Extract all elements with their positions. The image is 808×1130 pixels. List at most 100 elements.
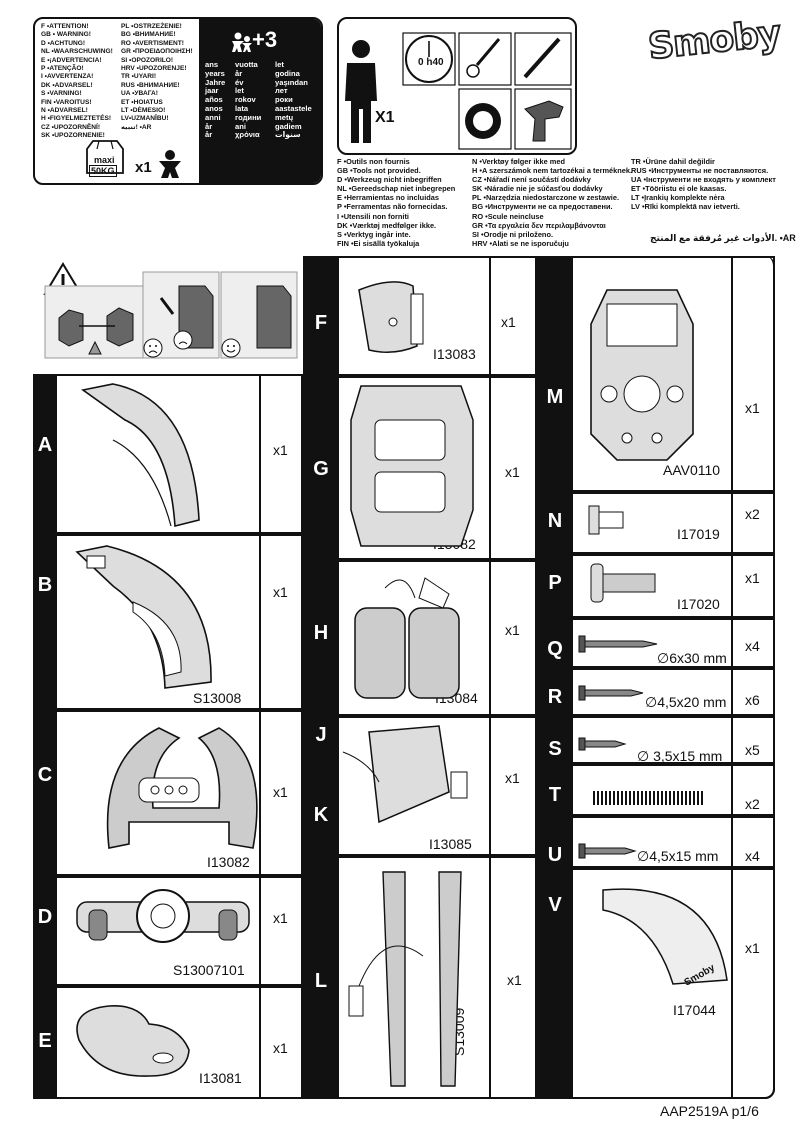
tools-note-line: UA •Інструменти не входять у комплект [631,175,776,185]
warnings2-line: RUS •ВНИМАНИЕ! [121,81,180,89]
warnings-line: GB • WARNING! [41,31,91,39]
warnings-line: P •ATENÇÃO! [41,65,84,72]
part-Q-screw [578,635,658,653]
age-col1-line: years [205,68,225,78]
part-letter-D: D [37,906,53,928]
part-letter-E: E [38,1030,52,1052]
warnings2-line: SI •OPOZORILO! [121,56,174,64]
qty-F: x1 [501,314,516,330]
cell-D [33,876,303,986]
age-col2-line: ani [235,121,246,131]
tools-note-line: E •Herramientas no incluidas [337,193,439,203]
age-col3-line: aastastele [275,104,312,113]
age-col1-line: Jahre [205,77,226,87]
cell-S [537,716,775,764]
tools-note-line: FIN •Ei sisällä työkaluja [337,238,420,248]
tools-note-line: TR •Ürüne dahil değildir [631,157,715,166]
part-letter-L: L [314,970,328,992]
part-letter-P: P [548,572,562,594]
code-V: I17044 [673,1002,716,1018]
tools-note-line: GR •Τα εργαλεία δεν περιλαμβάνονται [472,220,606,230]
warnings2-line: LV•UZMANĪBU! [121,115,169,123]
tools-note-line: LT •Įrankių komplekte nėra [631,193,725,203]
code-N: I17019 [677,526,720,542]
tools-note-line: H •A szerszámok nem tartozékai a termékn… [472,166,633,176]
cell-B [33,534,303,710]
part-M-dashboard [590,289,694,461]
code-K: I13085 [429,836,472,852]
qty-C: x1 [273,784,288,800]
tools-note-line: F •Outils non fournis [337,157,410,166]
maxi-label: maxi [94,155,115,165]
warnings-line: CZ •UPOZORNĚNÍ! [41,123,101,131]
part-D-steering-wheel [76,889,250,943]
pipe-assembly-illustration [44,285,146,359]
warnings2-line: BG •ВНИМАНИЕ! [121,31,176,39]
age-col3-line: роки [275,95,293,105]
tools-note-line: S •Verktyg ingår inte. [337,229,411,239]
part-letter-F: F [314,312,328,334]
part-letter-H: H [313,622,329,644]
part-P-bolt [590,563,656,603]
part-letter-U: U [547,844,563,866]
part-letter-A: A [37,434,53,456]
cell-E [33,986,303,1099]
tools-note-line: NL •Gereedschap niet inbegrepen [337,184,456,194]
qty-D: x1 [273,910,288,926]
warnings2-line: تنبيه! •AR [121,123,152,131]
qty-Q: x4 [745,638,760,654]
code-B: S13008 [193,690,242,706]
part-N-plug [588,505,624,535]
part-letter-G: G [313,458,329,480]
qty-U: x4 [745,848,760,864]
size-Q: ∅6x30 mm [657,650,727,666]
part-T-spring [593,791,703,805]
part-B-handle [75,545,212,689]
code-F: I13083 [433,346,476,362]
part-letter-T: T [548,784,562,806]
column-2-band [303,256,339,1099]
age-col1-line: jaar [205,86,219,96]
part-letter-K: K [313,804,329,826]
col2-qty-divider [489,256,491,1099]
warnings-line: I •AVVERTENZA! [41,73,94,81]
cell-P [537,554,775,618]
age-col3-line: سنوات [275,130,301,140]
part-V-fender [602,888,728,985]
warnings2-line: GR •ΠΡΟΕΙΔΟΠΟΙΗΣΗ! [121,48,193,56]
age-col2-line: let [235,86,244,96]
size-U: ∅4,5x15 mm [637,848,719,864]
child-icon [159,150,181,178]
age-col2-line: év [235,77,244,87]
part-letter-M: M [546,386,564,408]
tools-note-ar: الأدوات غير مُرفقة مع المنتج. •AR [650,233,796,243]
qty-H: x1 [505,622,520,638]
document-code: AAP2519A p1/6 [660,1103,759,1119]
tools-note-line: BG •Инструменти не са предоставени. [472,202,613,212]
code-E: I13081 [199,1070,242,1086]
qty-T: x2 [745,796,760,812]
assembly-note-panel: NO OK [33,256,300,374]
warnings2-line: RO •AVERTISMENT! [121,39,184,47]
maxi-weight: 50KG [89,165,117,177]
warnings-line: S •VARNING! [41,90,82,98]
tools-note-line: RUS •Инструменты не поставляются. [631,166,769,176]
warning-languages: F •ATTENTION!GB • WARNING!D •ACHTUNG!NL … [35,19,199,183]
part-E-seat [76,1005,190,1077]
tools-note-line: N •Verktøy følger ikke med [472,157,565,166]
warnings-line: NL •WAARSCHUWING! [41,48,113,56]
cell-JK [303,716,537,856]
age-col2-line: години [235,112,262,122]
tools-note-line: GB •Tools not provided. [337,166,421,176]
qty-R: x6 [745,692,760,708]
part-F-cover [358,281,424,353]
age-col1-line: år [205,130,213,140]
age-col3-line: yaşından [275,77,308,87]
warnings-line: DK •ADVARSEL! [41,81,93,89]
qty-A: x1 [273,442,288,458]
code-D: S13007101 [173,962,245,978]
cell-C [33,710,303,876]
